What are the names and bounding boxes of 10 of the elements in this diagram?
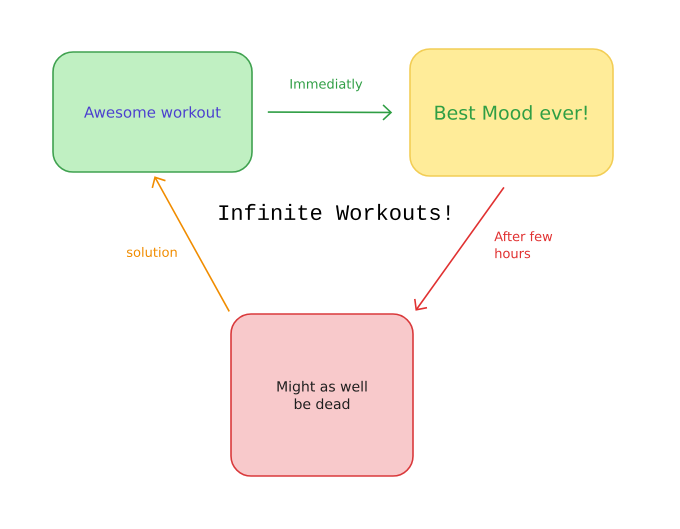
edge-label: solution	[126, 246, 177, 258]
arrow	[414, 186, 505, 311]
arrow	[268, 104, 392, 120]
title: Infinite Workouts!	[219, 204, 450, 220]
edge-label: After few hours	[494, 231, 552, 258]
rounded-box: Awesome workout	[52, 51, 253, 173]
edge-label: Immediatly	[290, 78, 362, 92]
arrow	[152, 176, 230, 312]
rounded-box: Might as well be dead	[230, 313, 414, 477]
rounded-box: Best Mood ever!	[409, 48, 614, 177]
